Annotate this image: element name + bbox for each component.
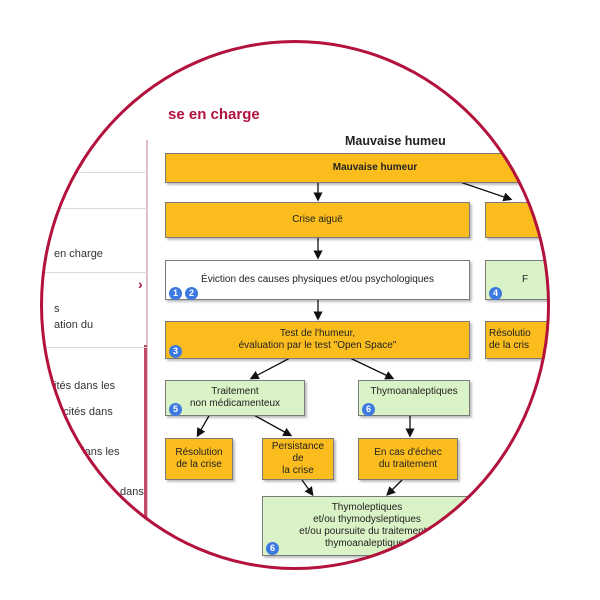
sidebar-item-line-a[interactable]: s [54,303,60,315]
node-right-resolution: Résolutio de la cris [485,321,550,359]
badge-4[interactable]: 4 [489,287,502,300]
badge-5[interactable]: 5 [169,403,182,416]
sidebar-divider [146,140,148,570]
badge-6[interactable]: 6 [362,403,375,416]
node-final-line-1: Thymoleptiques [331,502,403,513]
node-acute-crisis: Crise aiguë [165,202,470,238]
arrow-failure-to-final [386,479,403,496]
node-treatment-failure: En cas d'échec du traitement [358,438,458,480]
arrow-root-to-right [459,181,513,202]
node-right-top [485,202,550,238]
node-failure-line-1: En cas d'échec [374,447,442,458]
node-crisis-resolution: Résolution de la crise [165,438,233,480]
node-crisis-persistence: Persistance de la crise [262,438,334,480]
node-root-text: Mauvaise humeur [332,162,418,173]
node-root: Mauvaise humeur [165,153,550,183]
sidebar-active-marker [144,345,147,535]
node-resolution-line-1: Résolution [175,447,223,458]
sidebar-item-cites-1[interactable]: ités dans les [54,380,116,392]
badge-6-final[interactable]: 6 [266,542,279,555]
node-eviction: Éviction des causes physiques et/ou psyc… [165,260,470,300]
node-treatment-line-1: Traitement [211,386,259,397]
arrow-treatment-to-persistence [251,413,293,437]
arrow-test-to-thymoana [349,357,395,380]
node-non-drug-treatment: Traitement non médicamenteux [165,380,305,416]
node-test-line-1: Test de l'humeur, [279,328,356,339]
node-resolution-line-2: de la crise [176,459,222,470]
node-right-mid-text: F [521,274,529,285]
node-test-line-2: évaluation par le test "Open Space" [238,340,397,351]
node-thymoleptics: Thymoleptiques et/ou thymodysleptiques e… [262,496,472,556]
page-heading: se en charge [168,106,260,123]
flowchart-connectors [196,181,513,497]
node-treatment-line-2: non médicamenteux [189,398,281,409]
sidebar-separator [40,272,148,273]
chevron-right-icon[interactable]: › [138,276,143,292]
node-right-res-line-2: de la cris [489,340,530,351]
node-acute-text: Crise aiguë [292,214,343,225]
node-persistence-line-2: la crise [282,465,314,476]
sidebar-item-cites-2[interactable]: n cités dans [54,406,113,418]
node-mood-test: Test de l'humeur, évaluation par le test… [165,321,470,359]
node-final-line-2: et/ou thymodysleptiques [313,514,421,525]
sidebar-item-line-b[interactable]: ation du [54,319,94,331]
node-persistence-line-1: Persistance de [271,441,325,464]
node-eviction-text: Éviction des causes physiques et/ou psyc… [201,274,434,285]
node-final-line-4: thymoanaleptiques [325,538,409,549]
diagram-title: Mauvaise humeu [345,134,446,148]
circular-crop: en charge › s ation du ités dans les n c… [40,40,550,570]
sidebar-separator [40,208,148,209]
sidebar-item-dans-2[interactable]: dans [120,486,144,498]
node-thymoanaleptics: Thymoanaleptiques [358,380,470,416]
sidebar-separator [40,347,148,348]
node-failure-line-2: du traitement [378,459,438,470]
arrow-persistence-to-final [301,479,314,497]
arrow-test-to-treatment [249,357,291,380]
badge-2[interactable]: 2 [185,287,198,300]
node-right-res-line-1: Résolutio [489,328,531,339]
sidebar-separator [40,172,148,173]
sidebar-item-en-charge[interactable]: en charge [54,248,103,260]
sidebar-item-dans-1[interactable]: s dans les [70,446,120,458]
node-thymoana-text: Thymoanaleptiques [370,386,458,397]
arrow-treatment-to-resolution [196,413,211,438]
badge-1[interactable]: 1 [169,287,182,300]
node-final-line-3: et/ou poursuite du traitement p [299,526,435,537]
badge-3[interactable]: 3 [169,345,182,358]
